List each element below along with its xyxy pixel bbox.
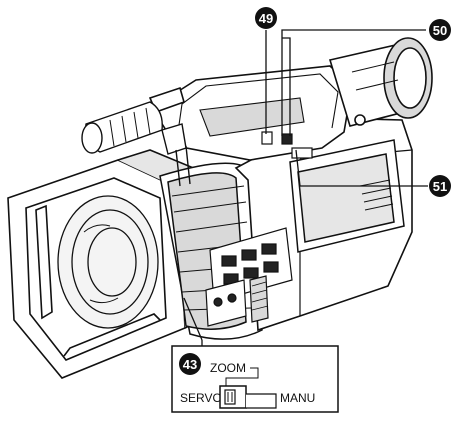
callout-51: 51 (429, 175, 451, 197)
callout-43: 43 (179, 353, 201, 375)
svg-text:50: 50 (433, 23, 447, 38)
leader-lines (179, 29, 428, 363)
zoom-title: ZOOM (210, 361, 246, 375)
svg-text:51: 51 (433, 179, 447, 194)
svg-text:43: 43 (183, 357, 197, 372)
lens-glass (57, 195, 159, 329)
leader-51 (295, 149, 428, 187)
top-switches (261, 131, 313, 159)
viewfinder (328, 37, 433, 127)
side-control-panel (205, 227, 293, 327)
callout-50: 50 (429, 19, 451, 41)
callout-49: 49 (255, 7, 277, 29)
lcd-monitor (289, 139, 405, 253)
leader-50 (281, 29, 426, 136)
zoom-title-bracket (225, 367, 259, 386)
zoom-switch-inset: 43 ZOOM SERVO MANU (171, 345, 339, 413)
microphone (81, 101, 191, 187)
top-handle (148, 65, 353, 161)
zoom-slide-switch (219, 385, 277, 409)
servo-label: SERVO (180, 391, 222, 405)
manu-label: MANU (280, 391, 315, 405)
leader-50b (282, 37, 291, 136)
svg-text:49: 49 (259, 11, 273, 26)
